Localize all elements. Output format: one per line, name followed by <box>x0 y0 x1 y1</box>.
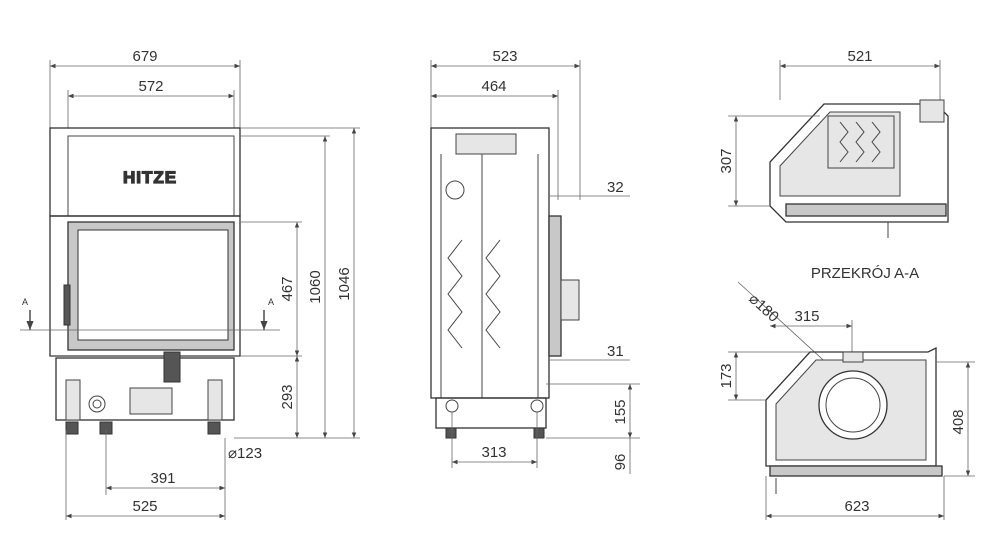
dim-408: 408 <box>950 409 967 434</box>
dim-155: 155 <box>612 399 629 424</box>
outlet-inner <box>92 399 102 409</box>
dim-307: 307 <box>718 148 735 173</box>
top-inner <box>779 111 901 197</box>
door-hinge <box>63 284 71 326</box>
dim-1046: 1046 <box>336 267 353 300</box>
top-grate <box>827 115 895 169</box>
dim-525: 525 <box>132 498 157 515</box>
dim-523: 523 <box>492 48 517 65</box>
dim-467: 467 <box>279 276 296 301</box>
side-foot <box>533 427 545 439</box>
door-glass <box>77 229 229 341</box>
leg-right <box>207 379 223 421</box>
top-door-glass <box>785 203 947 217</box>
dim-464: 464 <box>481 78 506 95</box>
outlet-circle <box>88 395 106 413</box>
dim-679: 679 <box>132 48 157 65</box>
foot-left <box>65 421 79 435</box>
top-view: 521 307 <box>718 48 949 238</box>
dim-173: 173 <box>718 363 735 388</box>
side-outlet <box>530 399 544 413</box>
dim-572: 572 <box>138 78 163 95</box>
leg-left <box>65 379 81 421</box>
front-view: 679 572 HITZE A A <box>20 48 360 520</box>
side-air-inlet <box>445 180 465 200</box>
top-outline <box>769 103 949 223</box>
heat-fins-left <box>447 239 463 349</box>
top-connector <box>919 99 945 123</box>
section-marker-left: A <box>22 297 28 307</box>
section-title: PRZEKRÓJ A-A <box>811 265 919 282</box>
foot-right <box>207 421 221 435</box>
air-regulator <box>163 351 181 383</box>
flue-collar <box>455 133 517 155</box>
section-marker-right: A <box>268 297 274 307</box>
side-handle <box>560 279 580 321</box>
section-view: PRZEKRÓJ A-A ⌀180 315 173 408 623 <box>718 265 975 520</box>
dim-1060: 1060 <box>307 270 324 303</box>
side-door-glass <box>548 215 562 357</box>
dim-outlet: ⌀123 <box>228 445 262 462</box>
dim-293: 293 <box>279 384 296 409</box>
dim-623: 623 <box>844 498 869 515</box>
dim-96: 96 <box>612 454 629 471</box>
side-outlet <box>445 399 459 413</box>
dim-315: 315 <box>794 308 819 325</box>
heat-fins-right <box>485 239 501 349</box>
section-door-glass <box>769 465 943 477</box>
dim-521: 521 <box>847 48 872 65</box>
side-foot <box>445 427 457 439</box>
flue-outer <box>818 370 888 440</box>
side-base <box>435 397 547 429</box>
dim-313: 313 <box>481 444 506 461</box>
top-grate-pattern <box>839 121 881 163</box>
ash-box <box>129 387 173 415</box>
base-frame <box>55 357 235 421</box>
section-flue-collar <box>842 351 864 363</box>
side-view: 523 464 32 31 155 96 313 <box>430 48 640 474</box>
dim-391: 391 <box>150 470 175 487</box>
flue-inner <box>825 377 881 433</box>
dim-32: 32 <box>607 179 624 196</box>
dim-flue: ⌀180 <box>745 290 782 325</box>
brand-logo: HITZE <box>123 168 177 187</box>
dim-31: 31 <box>607 343 624 360</box>
